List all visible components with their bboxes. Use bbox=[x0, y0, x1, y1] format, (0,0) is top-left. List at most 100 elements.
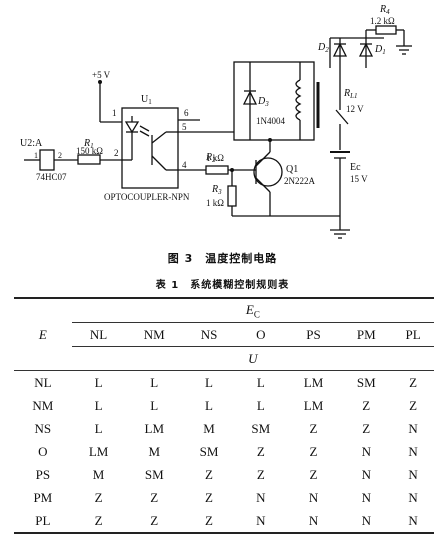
table-cell: Z bbox=[205, 466, 213, 482]
row-label: NS bbox=[34, 420, 52, 436]
label-ec: Ec bbox=[350, 162, 361, 173]
resistor-r3 bbox=[227, 185, 237, 207]
label-r1-value: 150 kΩ bbox=[76, 146, 103, 156]
table-cell: Z bbox=[94, 489, 103, 505]
table-cell: Z bbox=[125, 509, 184, 534]
resistor-r2 bbox=[205, 165, 229, 175]
label-74hc07: 74HC07 bbox=[36, 172, 67, 182]
row-label: NM bbox=[32, 397, 54, 413]
table-caption: 表 1 系统模糊控制规则表 bbox=[155, 280, 290, 291]
table-cell: L bbox=[150, 397, 159, 413]
label-opto-pin1: 1 bbox=[112, 108, 117, 118]
circuit-diagram: U2:A 1 2 74HC07 R1 150 kΩ 2 +5 V U1 1 6 … bbox=[20, 4, 412, 239]
label-opto-part: OPTOCOUPLER-NPN bbox=[104, 192, 190, 202]
table-cell: Z bbox=[362, 397, 371, 413]
label-u2a: U2:A bbox=[20, 138, 43, 149]
label-r3-value: 1 kΩ bbox=[206, 198, 224, 208]
label-r2: R2 bbox=[205, 152, 216, 164]
optocoupler-body bbox=[121, 107, 179, 189]
table-cell: LM bbox=[88, 443, 109, 459]
table-cell: Z bbox=[409, 397, 418, 413]
table-cell: M bbox=[92, 466, 105, 482]
table-cell: Z bbox=[309, 443, 318, 459]
label-r3: R3 bbox=[211, 184, 222, 196]
row-label: NL bbox=[34, 374, 52, 390]
label-rl1: RL1 bbox=[343, 88, 358, 100]
table-cell: N bbox=[234, 509, 287, 534]
resistor-r1 bbox=[77, 154, 101, 165]
table-cell: Z bbox=[150, 489, 159, 505]
table-header-row-u: U bbox=[14, 346, 434, 371]
table-cell: N bbox=[361, 489, 371, 505]
label-r4-value: 1.2 kΩ bbox=[370, 16, 395, 26]
table-cell: LM bbox=[303, 397, 324, 413]
table-cell: L bbox=[256, 374, 265, 390]
table-cell: Z bbox=[71, 509, 126, 534]
label-opto-pin6: 6 bbox=[184, 108, 189, 118]
table-cell: LM bbox=[303, 374, 324, 390]
label-d3-part: 1N4004 bbox=[256, 116, 285, 126]
label-opto-pin4: 4 bbox=[182, 160, 187, 170]
table-cell: L bbox=[94, 420, 103, 436]
col-header: PM bbox=[340, 322, 393, 347]
table-cell: Z bbox=[362, 420, 371, 436]
row-label: PM bbox=[33, 489, 53, 505]
row-header-e: E bbox=[14, 297, 72, 371]
table-cell: Z bbox=[309, 420, 318, 436]
label-vplus: +5 V bbox=[92, 70, 111, 80]
label-u1: U1 bbox=[141, 94, 152, 106]
table-cell: Z bbox=[205, 489, 213, 505]
table-row: PS M SM Z Z Z N N bbox=[14, 463, 434, 486]
table-cell: L bbox=[205, 397, 213, 413]
table-cell: L bbox=[150, 374, 159, 390]
label-q1-part: 2N222A bbox=[284, 176, 315, 186]
table-cell: Z bbox=[183, 509, 235, 534]
table-cell: LM bbox=[144, 420, 165, 436]
table-cell: N bbox=[408, 420, 418, 436]
col-header: PS bbox=[286, 322, 341, 347]
column-group-header-ec: EC bbox=[71, 297, 434, 323]
label-r4: R4 bbox=[379, 4, 390, 16]
label-d1: D1 bbox=[374, 44, 386, 56]
row-label: PS bbox=[35, 466, 51, 482]
row-label: PL bbox=[14, 509, 72, 534]
table-cell: M bbox=[203, 420, 215, 436]
table-cell: Z bbox=[409, 374, 418, 390]
table-cell: Z bbox=[256, 443, 265, 459]
table-cell: SM bbox=[144, 466, 164, 482]
label-r1: R1 bbox=[83, 138, 94, 150]
table-cell: N bbox=[361, 466, 371, 482]
label-ic-pin1: 1 bbox=[34, 151, 38, 160]
col-header: NS bbox=[183, 322, 235, 347]
figure-caption: 图 3 温度控制电路 bbox=[167, 252, 278, 265]
ic-74hc07-box bbox=[39, 149, 55, 171]
label-d3: D3 bbox=[257, 96, 269, 108]
table-cell: N bbox=[340, 509, 393, 534]
table-cell: Z bbox=[256, 466, 265, 482]
table-header-row-ec: E EC bbox=[14, 297, 434, 371]
row-label: O bbox=[38, 443, 48, 459]
table-cell: N bbox=[408, 466, 418, 482]
table-cell: N bbox=[256, 489, 266, 505]
table-cell: N bbox=[361, 443, 371, 459]
relay-coil bbox=[295, 79, 302, 121]
table-row: NS L LM M SM Z Z N bbox=[14, 417, 434, 440]
label-opto-pin5: 5 bbox=[182, 122, 187, 132]
table-cell: L bbox=[94, 374, 103, 390]
table-header-row-columns: NL NM NS O PS PM PL bbox=[14, 322, 434, 347]
table-row: O LM M SM Z Z N N bbox=[14, 440, 434, 463]
table-cell: M bbox=[148, 443, 161, 459]
table-cell: N bbox=[408, 443, 418, 459]
label-ic-pin2: 2 bbox=[58, 151, 62, 160]
table-cell: SM bbox=[199, 443, 219, 459]
table-cell: SM bbox=[251, 420, 271, 436]
table-cell: N bbox=[308, 489, 319, 505]
table-cell: L bbox=[256, 397, 265, 413]
table-cell: N bbox=[286, 509, 341, 534]
output-header-u: U bbox=[71, 346, 434, 371]
table-cell: Z bbox=[309, 466, 318, 482]
col-header: NL bbox=[71, 322, 126, 347]
